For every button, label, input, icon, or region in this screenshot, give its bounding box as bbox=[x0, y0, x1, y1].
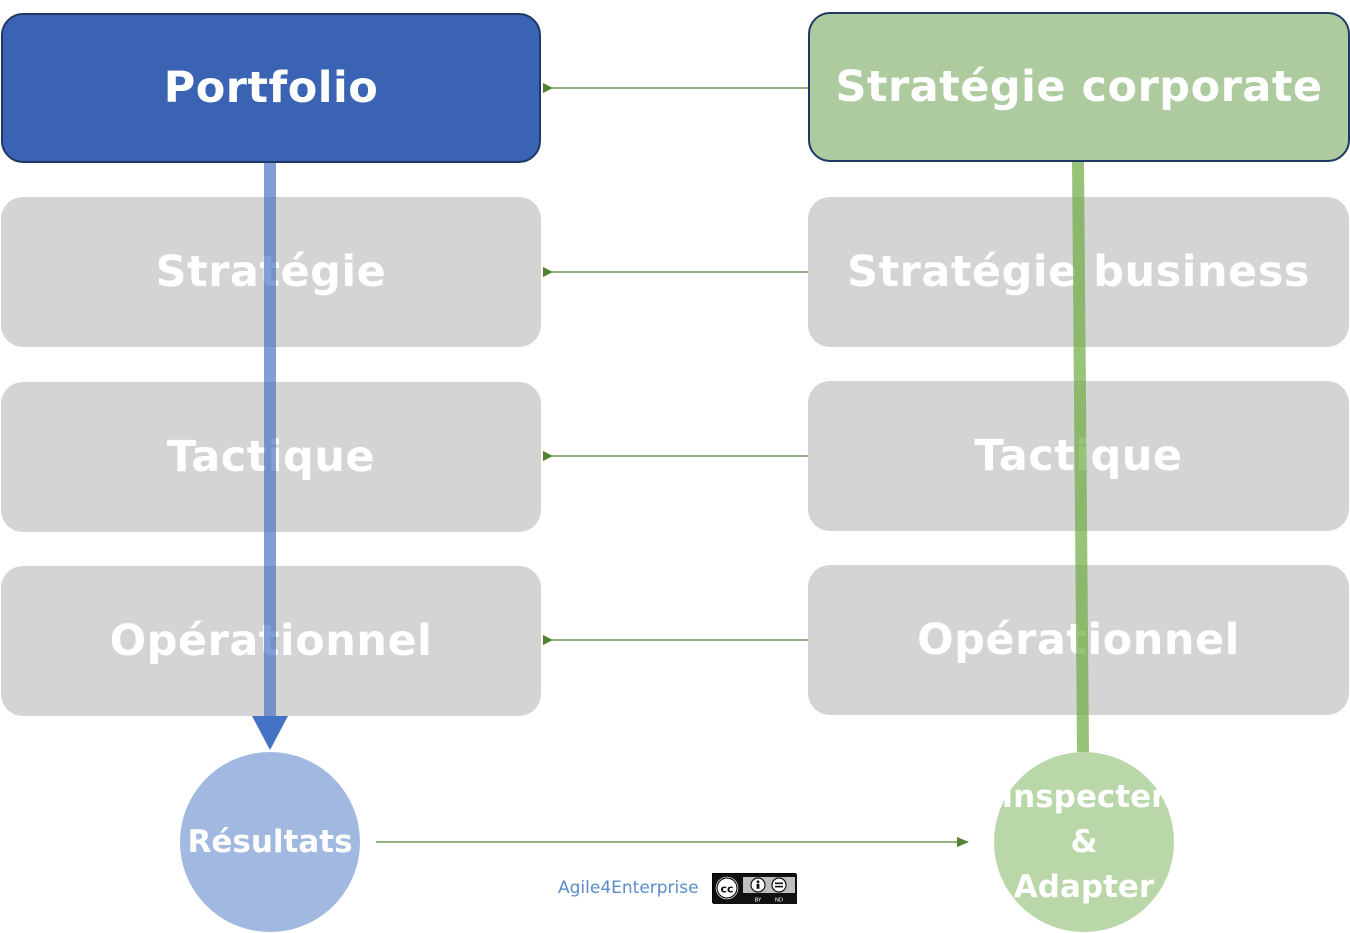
credit-text: Agile4Enterprise bbox=[558, 878, 699, 898]
resultats-circle: Résultats bbox=[180, 752, 360, 932]
ampersand-label: & bbox=[1070, 823, 1098, 860]
strategie-corporate-box: Stratégie corporate bbox=[808, 12, 1350, 162]
svg-text:ND: ND bbox=[775, 898, 783, 904]
resultats-label: Résultats bbox=[187, 824, 353, 860]
portfolio-label: Portfolio bbox=[163, 63, 379, 113]
inspecter-adapter-circle: Inspecter & Adapter bbox=[994, 752, 1174, 932]
strategie-corporate-label: Stratégie corporate bbox=[835, 62, 1323, 112]
inspecter-label: Inspecter bbox=[1001, 778, 1167, 815]
cc-by-nd-icon: cc BY ND bbox=[712, 873, 797, 904]
adapter-label: Adapter bbox=[1013, 868, 1155, 905]
svg-text:BY: BY bbox=[755, 898, 762, 904]
portfolio-box: Portfolio bbox=[1, 13, 541, 163]
green-flow-line bbox=[1072, 161, 1089, 753]
blue-flow-arrowhead bbox=[252, 716, 288, 750]
svg-text:cc: cc bbox=[720, 883, 733, 896]
